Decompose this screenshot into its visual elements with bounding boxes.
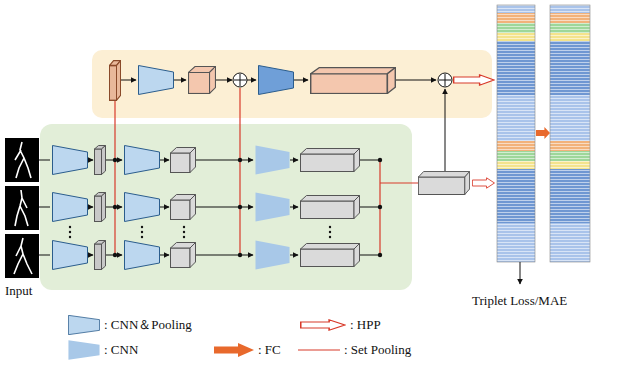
input-label: Input [5,284,32,299]
legend-text: : HPP [350,318,381,333]
legend-text: : FC [258,343,281,358]
legend-text: : CNN [104,343,138,358]
legend-text: : Set Pooling [344,343,411,358]
legend-text: : CNN＆Pooling [104,318,192,333]
loss-label: Triplet Loss/MAE [472,294,567,309]
